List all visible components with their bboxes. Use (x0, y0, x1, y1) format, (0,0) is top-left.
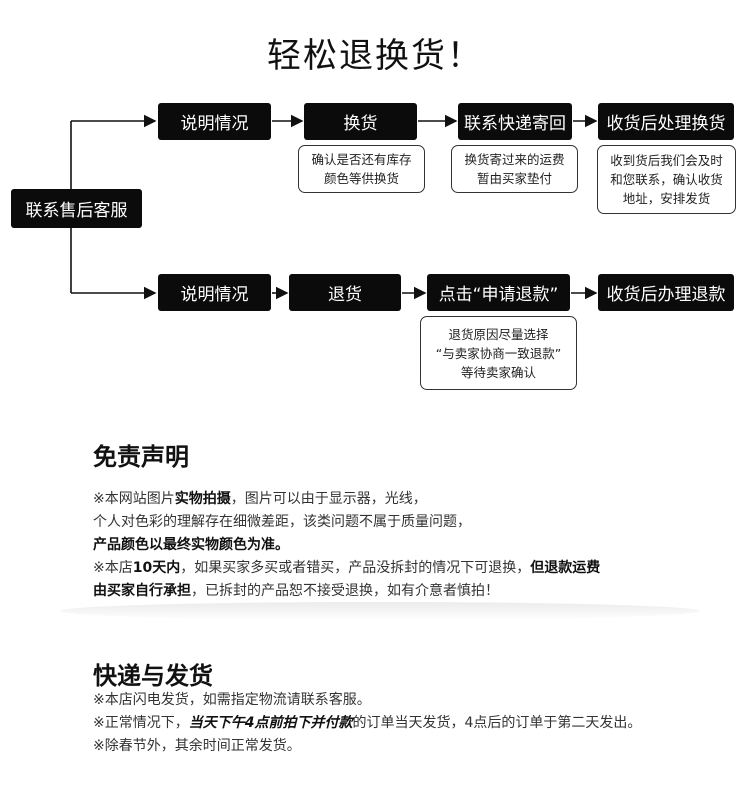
exchange-note-stock: 确认是否还有库存 颜色等供换货 (298, 145, 425, 193)
note-line: 收到货后我们会及时 (610, 153, 723, 168)
text-bold: 但退款运费 (530, 560, 601, 576)
text: 的订单当天发货，4点后的订单于第二天发出。 (352, 715, 642, 731)
refund-note-reason: 退货原因尽量选择 “与卖家协商一致退款” 等待卖家确认 (420, 316, 577, 390)
page-title: 轻松退换货！ (267, 36, 483, 76)
text: ，图片可以由于显示器，光线， (230, 491, 427, 507)
disclaimer-line-2: 个人对色彩的理解存在细微差距，该类问题不属于质量问题， (93, 514, 471, 530)
section-divider (60, 602, 700, 620)
refund-step-return: 退货 (289, 274, 401, 311)
text-bold: 实物拍摄 (174, 491, 231, 507)
note-line: “与卖家协商一致退款” (435, 345, 562, 361)
exchange-step-ship-back: 联系快递寄回 (458, 103, 572, 140)
shipping-line-1: ※本店闪电发货，如需指定物流请联系客服。 (93, 692, 371, 708)
text: ，如果买家多买或者错买，产品没拆封的情况下可退换， (180, 560, 531, 576)
shipping-heading: 快递与发货 (93, 662, 213, 690)
disclaimer-heading: 免责声明 (93, 443, 189, 471)
shipping-line-3: ※除春节外，其余时间正常发货。 (93, 738, 301, 754)
refund-step-explain: 说明情况 (158, 274, 271, 311)
text-bold: 10天内 (132, 560, 181, 576)
text: ※本店 (93, 560, 133, 576)
disclaimer-line-5: 由买家自行承担，已拆封的产品恕不接受退换，如有介意者慎拍！ (93, 580, 499, 600)
note-line: 确认是否还有库存 (311, 152, 412, 167)
text: ※正常情况下， (93, 715, 189, 731)
exchange-note-contact: 收到货后我们会及时 和您联系，确认收货 地址，安排发货 (597, 145, 736, 214)
text: ※本网站图片 (93, 491, 175, 507)
exchange-step-explain: 说明情况 (158, 103, 271, 140)
note-line: 换货寄过来的运费 (464, 152, 565, 167)
note-line: 地址，安排发货 (622, 191, 711, 206)
note-line: 和您联系，确认收货 (610, 172, 723, 187)
text-bold: 由买家自行承担 (93, 583, 191, 599)
contact-support-node: 联系售后客服 (11, 189, 142, 228)
exchange-step-exchange: 换货 (304, 103, 417, 140)
note-line: 颜色等供换货 (323, 171, 399, 186)
disclaimer-line-4: ※本店10天内，如果买家多买或者错买，产品没拆封的情况下可退换，但退款运费 (93, 557, 600, 577)
text: ，已拆封的产品恕不接受退换，如有介意者慎拍！ (191, 583, 499, 599)
exchange-step-process: 收货后处理换货 (598, 103, 734, 140)
refund-step-apply: 点击“申请退款” (427, 274, 570, 311)
exchange-note-shipping-fee: 换货寄过来的运费 暂由买家垫付 (451, 145, 578, 193)
text-bold-italic: 当天下午4点前拍下并付款 (188, 715, 353, 731)
note-line: 等待卖家确认 (460, 364, 536, 380)
disclaimer-line-3: 产品颜色以最终实物颜色为准。 (93, 537, 289, 553)
refund-step-process: 收货后办理退款 (598, 274, 734, 311)
note-line: 退货原因尽量选择 (448, 326, 549, 342)
shipping-line-2: ※正常情况下，当天下午4点前拍下并付款的订单当天发货，4点后的订单于第二天发出。 (93, 712, 641, 732)
disclaimer-line-1: ※本网站图片实物拍摄，图片可以由于显示器，光线， (93, 488, 427, 508)
note-line: 暂由买家垫付 (476, 171, 552, 186)
